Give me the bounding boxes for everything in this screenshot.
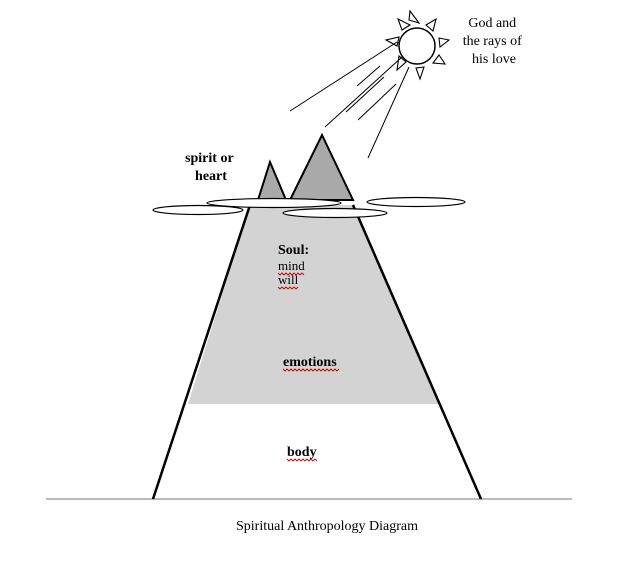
soul-item-mind: mind (278, 258, 305, 273)
emotions-spellcheck-underline (282, 368, 340, 372)
sun-icon (384, 9, 451, 81)
will-spellcheck-underline (277, 286, 299, 290)
body-spellcheck-underline (286, 458, 318, 462)
mountain-left-side (151, 204, 252, 500)
mountain-right-side (351, 204, 483, 500)
spirit-label: spirit or heart (185, 151, 237, 184)
body-label: body (287, 445, 317, 460)
spirit-label-line-2: heart (195, 169, 227, 184)
spirit-label-line-1: spirit or (185, 151, 233, 166)
cloud-2 (206, 197, 342, 209)
sun-label-line-3: his love (472, 52, 516, 67)
cloud-4 (366, 196, 466, 208)
soul-region (188, 205, 439, 404)
soul-item-will: will (278, 272, 299, 287)
sun-label-line-2: the rays of (463, 34, 522, 49)
mind-spellcheck-underline (277, 272, 305, 276)
diagram-caption: Spiritual Anthropology Diagram (236, 519, 418, 534)
sun-label: God and the rays of his love (463, 16, 526, 67)
spirit-peak-left (256, 159, 288, 201)
soul-title: Soul: (278, 243, 309, 258)
spirit-peak-right (288, 132, 355, 201)
sun-rays (289, 41, 410, 159)
emotions-label: emotions (283, 355, 337, 370)
sun-label-line-1: God and (468, 16, 516, 31)
clouds (152, 196, 466, 219)
cloud-3 (282, 207, 388, 219)
cloud-1 (152, 204, 244, 216)
